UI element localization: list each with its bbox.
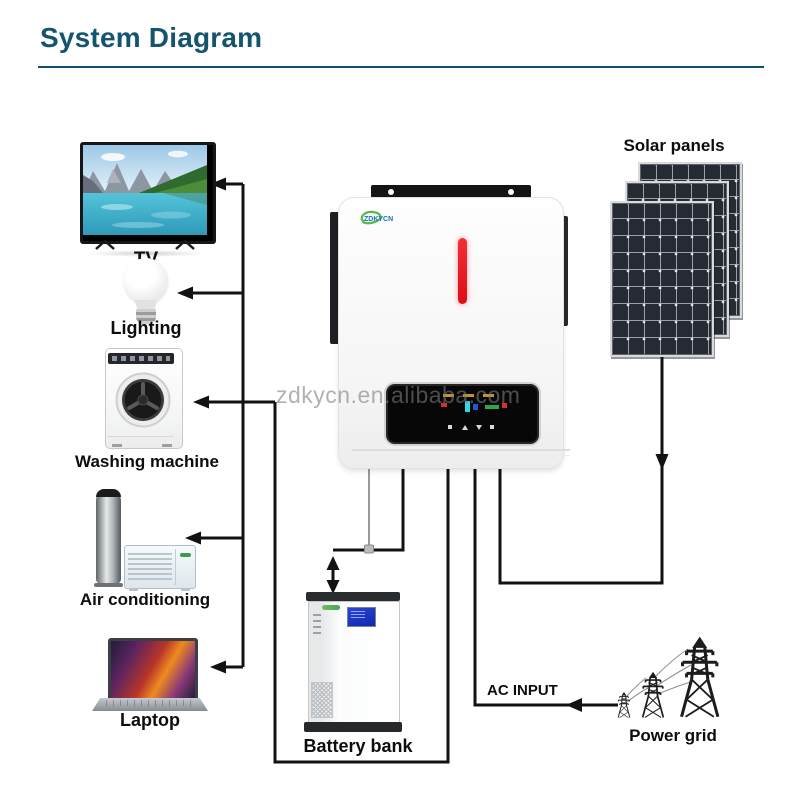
transmission-towers: [617, 636, 720, 719]
tv-shadow: [86, 250, 206, 257]
washer-foot: [162, 444, 172, 447]
battery-bank: Battery bank: [298, 584, 418, 764]
display-indicator: [443, 394, 454, 397]
display-green-bar: [485, 405, 499, 409]
battery-lcd-screen: [347, 607, 376, 627]
battery-vent-slot: [313, 620, 321, 622]
inverter-mounting-bracket: [371, 185, 531, 198]
load-air-conditioning: Air conditioning: [80, 487, 210, 615]
display-button-menu: [448, 425, 452, 429]
label-power-grid: Power grid: [629, 726, 717, 745]
display-indicator: [463, 394, 474, 397]
washer-base-line: [108, 436, 174, 437]
arrow-to-washing-machine: [193, 395, 209, 409]
ac-tower-cap: [96, 489, 121, 497]
display-indicator: [483, 394, 494, 397]
load-tv: TV: [78, 140, 216, 275]
display-cyan-bar: [465, 401, 470, 412]
display-red-chip: [441, 403, 447, 407]
display-blue-chip: [473, 404, 478, 410]
arrow-ac-input: [566, 698, 582, 712]
bulb-neck: [134, 300, 158, 309]
bracket-hole: [388, 189, 394, 195]
ac-tower-unit: [96, 489, 121, 584]
washer-control-panel: [108, 353, 174, 364]
battery-vent-slot: [313, 614, 321, 616]
ac-foot: [181, 588, 190, 591]
tower-medium: [641, 671, 665, 719]
load-laptop: Laptop: [90, 636, 210, 736]
inverter-heatsink-left: [330, 212, 339, 344]
watermark: zdkycn.en.alibaba.com: [276, 382, 521, 408]
label-washing-machine: Washing machine: [75, 452, 219, 471]
label-solar-panels: Solar panels: [623, 136, 725, 155]
label-laptop: Laptop: [120, 710, 180, 730]
ac-tower-base: [94, 583, 123, 587]
arrow-to-tv: [210, 177, 226, 191]
ac-outdoor-unit: [124, 545, 196, 591]
solar-panel-front: [610, 201, 714, 357]
bracket-hole: [508, 189, 514, 195]
wire-ac-output-loop: [273, 402, 450, 764]
power-grid: Power grid: [598, 628, 758, 758]
tv-image: [80, 142, 216, 244]
tv-screen-picture: [83, 145, 207, 235]
ac-panel-divider: [175, 549, 176, 585]
arrow-battery-up: [326, 556, 340, 570]
arrow-to-air-conditioning: [185, 531, 201, 545]
tower-small: [617, 691, 631, 719]
title-underline: [38, 66, 764, 68]
battery-vent-slot: [313, 632, 321, 634]
ac-foot: [129, 588, 138, 591]
bulb-glass: [124, 258, 168, 304]
inverter-brand-logo: ZDKYCN: [360, 210, 393, 225]
inverter-heatsink-right: [560, 216, 568, 326]
display-red-chip: [502, 403, 507, 408]
cable-connector: [364, 544, 374, 554]
arrow-to-laptop: [210, 660, 226, 674]
inverter-body: ZDKYCN: [338, 197, 570, 469]
battery-vent-slot: [313, 626, 321, 628]
battery-vent-grille: [311, 682, 333, 718]
inverter-seam: [352, 449, 570, 451]
laptop-screen: [108, 638, 198, 702]
display-button-down: [476, 425, 482, 430]
washer-foot: [112, 444, 122, 447]
load-washing-machine: Washing machine: [75, 348, 219, 480]
tower-large: [680, 636, 720, 719]
laptop-keyboard-deck: [92, 698, 208, 711]
inverter: ZDKYCN: [328, 180, 574, 475]
bulb-screw-base: [136, 309, 156, 324]
arrow-battery-down: [326, 580, 340, 594]
inverter-seam: [352, 455, 570, 456]
ac-louvers: [128, 553, 172, 582]
washer-door: [115, 372, 171, 428]
display-button-enter: [490, 425, 494, 429]
display-button-up: [462, 425, 468, 430]
solar-panels: Solar panels: [598, 136, 750, 358]
label-air-conditioning: Air conditioning: [79, 590, 211, 609]
inverter-display: [384, 382, 541, 446]
arrow-to-lighting: [177, 286, 193, 300]
label-battery-bank: Battery bank: [303, 736, 413, 756]
battery-base: [304, 722, 402, 732]
ac-brand-mark: [180, 553, 191, 557]
wire-ac-input: [473, 467, 618, 707]
inverter-brand-text: ZDKYCN: [364, 216, 393, 223]
load-lighting: Lighting: [111, 256, 181, 346]
arrow-solar-down: [655, 454, 669, 470]
page-title: System Diagram: [40, 22, 263, 53]
battery-brand-mark: [322, 605, 340, 610]
label-lighting: Lighting: [110, 318, 182, 338]
label-ac-input: AC INPUT: [487, 682, 558, 699]
tv-feet: [95, 239, 195, 250]
inverter-led-bar: [458, 238, 467, 304]
battery-top-cap: [306, 592, 400, 601]
wire-battery: [333, 467, 405, 552]
